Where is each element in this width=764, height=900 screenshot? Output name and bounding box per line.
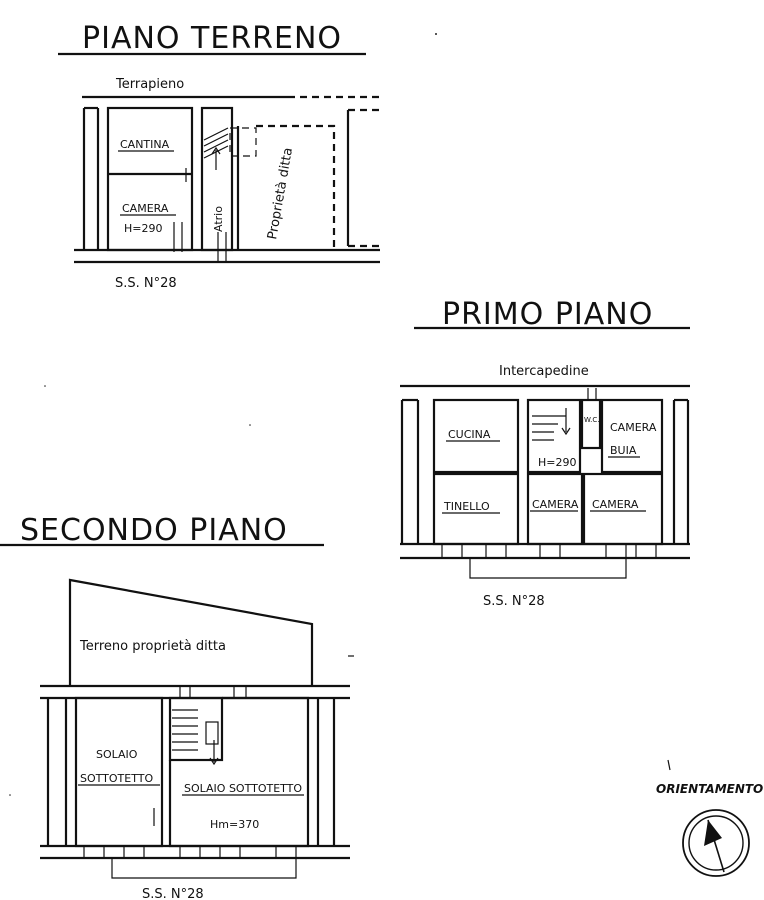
room-label-camera-b: CAMERA [592, 498, 639, 511]
room-label-camera-a: CAMERA [532, 498, 579, 511]
orientation-label: ORIENTAMENTO [656, 782, 763, 796]
land-label: Terreno proprietà ditta [79, 639, 226, 654]
orientation-compass: ORIENTAMENTO [656, 759, 763, 877]
first-floor-plan: PRIMO PIANO Intercapedine CUCINA TINELLO… [400, 297, 690, 609]
road-label-ground: S.S. N°28 [115, 276, 177, 291]
room-label-camera: CAMERA [122, 202, 169, 215]
balcony [469, 558, 627, 579]
room-label-camera-buia-2: BUIA [610, 444, 637, 457]
ground-floor-plan: PIANO TERRENO Terrapieno CANTINA CAMERA … [58, 21, 384, 291]
property-label: Proprietà ditta [265, 146, 296, 240]
compass-north-arrow-icon [682, 809, 750, 877]
room-height-label-second: Hm=370 [210, 818, 259, 831]
second-floor-title: SECONDO PIANO [20, 513, 288, 548]
balcony [111, 858, 297, 879]
room-label-camera-buia-1: CAMERA [610, 421, 657, 434]
room-label-solaio-right: SOLAIO SOTTOTETTO [184, 782, 302, 795]
room-label-cucina: CUCINA [448, 428, 491, 441]
window-marks [83, 845, 297, 859]
road-label-first: S.S. N°28 [483, 594, 545, 609]
land-area [68, 578, 314, 686]
road-label-second: S.S. N°28 [142, 887, 204, 900]
room-height-label: H=290 [124, 222, 162, 235]
stair-icon [203, 127, 229, 170]
second-floor-plan: SECONDO PIANO Terreno proprietà ditta SO… [0, 513, 354, 900]
stair-block-second [168, 696, 224, 762]
first-floor-title: PRIMO PIANO [442, 297, 653, 332]
room-label-wc: W.C. [584, 416, 599, 424]
backfill-label: Terrapieno [115, 77, 184, 92]
room-label-solaio-2: SOTTOTETTO [80, 772, 153, 785]
property-boundary [256, 124, 336, 250]
room-cucina [432, 398, 520, 474]
room-label-tinello: TINELLO [443, 500, 490, 513]
scan-specks [9, 33, 437, 796]
room-wc [580, 398, 602, 450]
room-camera-buia [600, 398, 664, 474]
stair-block-first [526, 398, 582, 474]
ground-floor-title: PIANO TERRENO [82, 21, 342, 56]
room-label-cantina: CANTINA [120, 138, 170, 151]
room-label-atrio: Atrio [212, 206, 225, 232]
window-marks [441, 543, 657, 559]
cavity-label: Intercapedine [499, 364, 589, 379]
stair-icon [532, 408, 571, 441]
room-label-solaio-1: SOLAIO [96, 748, 138, 761]
room-height-label-first: H=290 [538, 456, 576, 469]
stair-icon [172, 709, 219, 766]
